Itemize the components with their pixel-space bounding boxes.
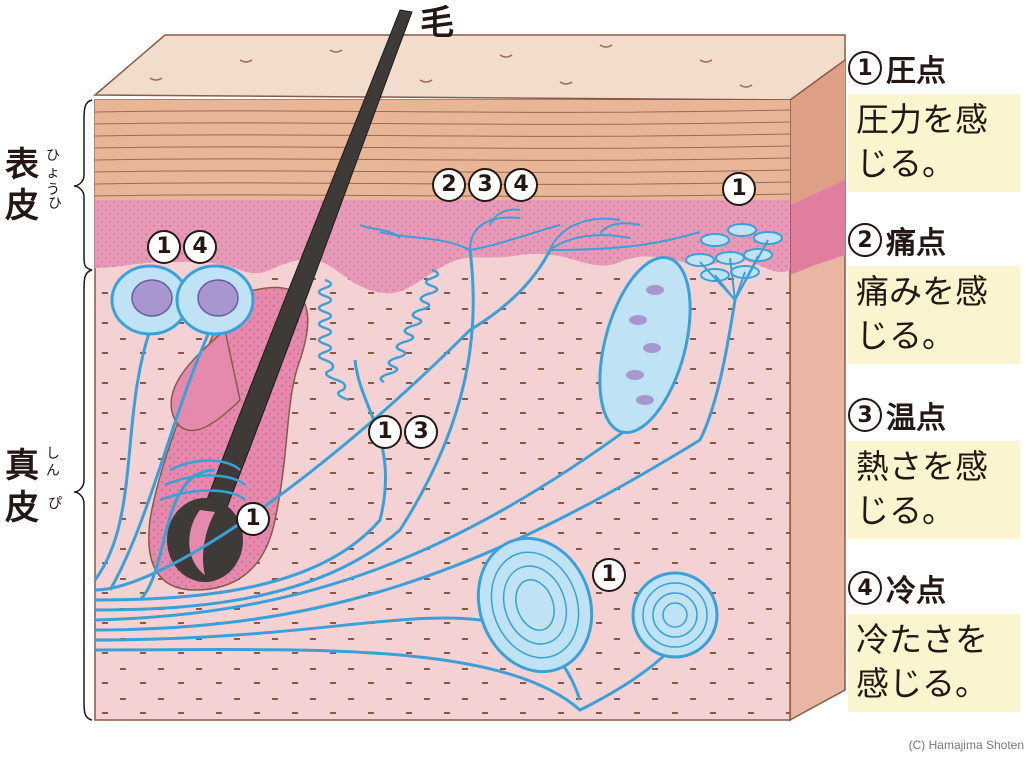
marker-group-1-follicle: 1 <box>236 502 270 536</box>
side-epidermis <box>790 60 845 205</box>
epidermis-label-1: 表 <box>5 145 39 185</box>
legend-description-line: じる。 <box>856 316 955 355</box>
legend-description: 熱さを感 じる。 <box>848 441 1020 539</box>
legend-pain-point: 2 痛点 痛みを感 じる。 <box>848 220 1028 364</box>
legend-number: 4 <box>848 571 882 605</box>
dermis-ruby-1: しん <box>46 446 60 479</box>
epidermis-bracket <box>73 99 93 271</box>
marker-3: 3 <box>468 168 502 202</box>
epidermis-ruby-2: ひ <box>48 196 62 212</box>
free-nerve-endings <box>359 208 701 251</box>
coiled-receptor-left <box>317 278 350 402</box>
marker-group-1-4: 1 4 <box>147 230 217 264</box>
marker-1: 1 <box>368 415 402 449</box>
marker-4: 4 <box>504 168 538 202</box>
epidermis-strata <box>94 109 791 197</box>
dermis-label-1: 真 <box>5 446 39 486</box>
copyright-notice: (C) Hamajima Shoten <box>908 738 1024 752</box>
dermis-ruby-2: ぴ <box>48 496 62 512</box>
legend-description-line: 感じる。 <box>856 664 988 703</box>
legend-description: 痛みを感 じる。 <box>848 266 1020 364</box>
marker-1: 1 <box>592 558 626 592</box>
side-papillary <box>790 180 845 275</box>
pacinian-corpuscle-large <box>476 536 594 674</box>
legend-description-line: じる。 <box>856 491 955 530</box>
hair-papilla <box>189 510 215 575</box>
legend-title: 痛点 <box>886 226 946 261</box>
epidermis-ruby-1: ひょう <box>46 148 60 198</box>
legend-cold-point: 4 冷点 冷たさを 感じる。 <box>848 568 1028 712</box>
legend-description-line: 圧力を感 <box>856 100 988 139</box>
legend-number: 2 <box>848 223 882 257</box>
marker-group-2-3-4: 2 3 4 <box>432 168 538 202</box>
marker-4: 4 <box>183 230 217 264</box>
legend-description: 圧力を感 じる。 <box>848 94 1020 192</box>
hair-bulb <box>167 498 243 582</box>
marker-group-1-top: 1 <box>722 172 756 206</box>
follicle-nerve-wrap <box>159 459 246 502</box>
legend-title: 圧点 <box>886 54 946 89</box>
legend-description-line: 痛みを感 <box>856 272 988 311</box>
legend-description-line: 熱さを感 <box>856 447 988 486</box>
legend-description: 冷たさを 感じる。 <box>848 614 1020 712</box>
epidermis-label-2: 皮 <box>5 186 39 226</box>
pacinian-corpuscle-small <box>631 571 719 659</box>
legend-warm-point: 3 温点 熱さを感 じる。 <box>848 395 1028 539</box>
marker-3: 3 <box>404 415 438 449</box>
meissner-corpuscle <box>598 255 692 435</box>
merkel-fibers <box>699 239 769 301</box>
dermis-label-2: 皮 <box>5 488 39 528</box>
marker-1: 1 <box>147 230 181 264</box>
bulb-receptors <box>110 264 255 336</box>
marker-group-1-bottom: 1 <box>592 558 626 592</box>
legend-description-line: じる。 <box>856 144 955 183</box>
legend-number: 1 <box>848 51 882 85</box>
legend-title: 温点 <box>886 401 946 436</box>
legend-title: 冷点 <box>886 574 946 609</box>
marker-1: 1 <box>236 502 270 536</box>
marker-1: 1 <box>722 172 756 206</box>
marker-2: 2 <box>432 168 466 202</box>
legend-description-line: 冷たさを <box>856 620 988 659</box>
skin-surface-top <box>92 34 846 101</box>
legend-number: 3 <box>848 398 882 432</box>
coiled-receptor-right <box>379 268 440 384</box>
marker-group-1-3: 1 3 <box>368 415 438 449</box>
legend-pressure-point: 1 圧点 圧力を感 じる。 <box>848 48 1028 192</box>
dermis-bracket <box>73 269 93 721</box>
surface-pores <box>149 44 753 88</box>
hair-label: 毛 <box>420 3 454 43</box>
